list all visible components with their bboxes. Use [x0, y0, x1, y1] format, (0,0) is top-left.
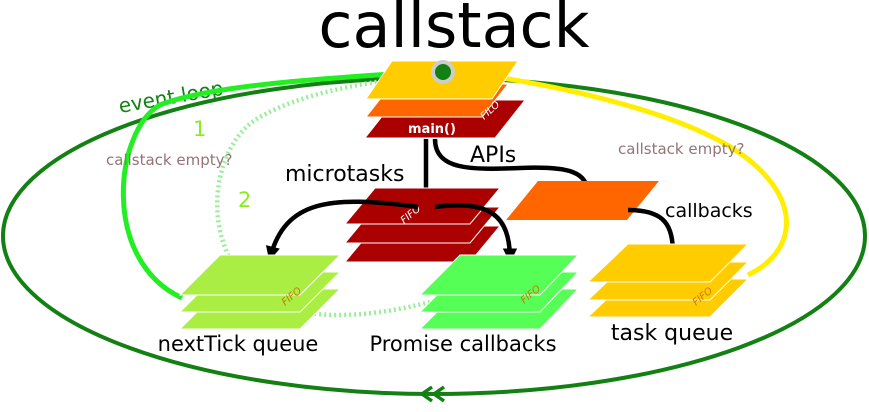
microtask-stack: FIFO [343, 187, 502, 263]
to-promise-arrow [434, 203, 518, 263]
callstack-empty-note-right: callstack empty? [618, 140, 744, 158]
task-path-arrow [458, 65, 789, 278]
task-queue-label: task queue [611, 321, 733, 346]
path-1-arrow [120, 64, 426, 301]
task-queue-stack: FIFO [586, 243, 750, 318]
green-dot-icon [431, 60, 455, 84]
promise-callbacks-label: Promise callbacks [369, 332, 556, 356]
microtasks-label: microtasks [285, 162, 404, 187]
main-frame-label: main() [408, 122, 456, 137]
callstack-empty-note-left: callstack empty? [106, 151, 232, 169]
nexttick-queue-stack: FIFO [178, 254, 342, 330]
api-layer [506, 181, 659, 220]
callstack-stack: main() FILO [363, 60, 527, 139]
step-2-label: 2 [238, 188, 251, 212]
promise-callbacks-stack: FIFO [418, 254, 580, 330]
double-chevron-left-icon [418, 385, 446, 403]
step-1-label: 1 [193, 117, 206, 141]
page-title: callstack [318, 0, 589, 62]
nexttick-queue-label: nextTick queue [158, 332, 319, 356]
callbacks-label: callbacks [665, 200, 753, 222]
apis-label: APIs [470, 143, 516, 168]
to-nexttick-arrow [265, 199, 419, 261]
apis-arrow [432, 138, 596, 198]
path-2-dotted [215, 73, 431, 318]
